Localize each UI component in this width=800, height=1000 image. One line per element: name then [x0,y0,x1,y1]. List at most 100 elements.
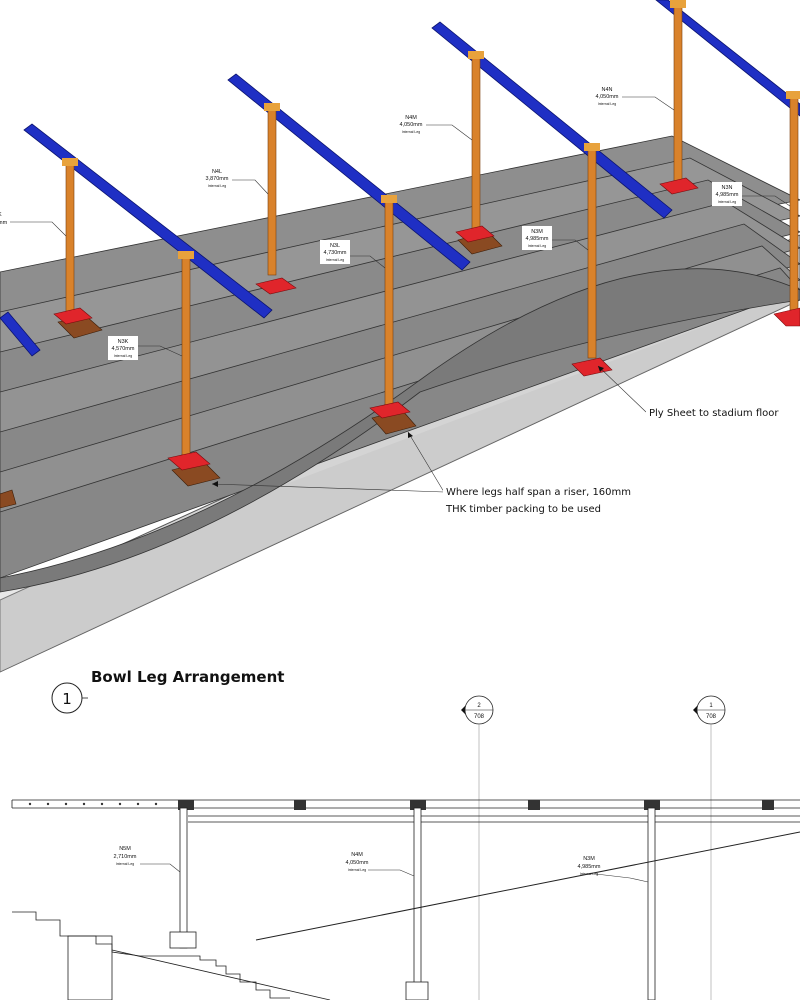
base-plate [255,277,297,295]
callout-timber-packing: Where legs half span a riser, 160mm THK … [443,482,631,516]
steel-beam [227,73,471,271]
callout-box [443,482,609,516]
callout-text: Where legs half span a riser, 160mm [446,487,631,498]
tag-dim: 4,570mm [112,346,135,352]
section-number: 2 [477,703,481,709]
leg [673,5,683,185]
tag-box [0,210,10,234]
arrow-head [598,366,604,372]
tag-id: N3L [330,243,340,249]
leader-line [345,255,386,269]
leg [587,149,597,359]
leader-line [130,345,183,357]
leg [413,807,422,1000]
leg [179,807,188,949]
tag-id: N5M [119,846,131,852]
base-plate [773,307,800,327]
head-plate [381,195,397,203]
tag-sub: Internal Leg [114,354,133,358]
leg [65,164,75,316]
leg-base [405,981,429,1000]
tag-sub: Internal Leg [580,872,599,876]
callout-text: Ply Sheet to stadium floor [649,408,779,419]
tag-sub: Internal Leg [598,102,617,106]
tag-dim: 4,050mm [596,94,619,100]
leg [789,97,799,311]
elevation-view: 2 708 1 708 [11,695,800,1000]
tag-sub: Internal Leg [718,200,737,204]
leg [384,201,394,408]
leader-line [547,239,589,251]
tag-box [522,226,552,250]
tag-id: N4M [351,852,363,858]
tag-dim: mm [0,220,8,226]
tag-box [712,182,742,206]
callout-ply-sheet: Ply Sheet to stadium floor [646,403,779,421]
tag-id: N3M [531,229,543,235]
steel-beam [655,0,800,117]
tag-box [592,84,622,108]
iso-tag: N4L 3,870mm Internal Leg [202,166,232,190]
arrow-head [408,432,413,438]
leg [647,807,656,1000]
tag-dim: 3,870mm [206,176,229,182]
base-plate [455,225,495,243]
tag-sub: Internal Leg [528,244,547,248]
iso-tag: N3L 4,730mm Internal Leg [320,240,350,264]
view-title-text: Bowl Leg Arrangement [91,668,284,686]
tag-box [320,240,350,264]
tag-sub: Internal Leg [348,868,367,872]
callout-leader [407,431,445,493]
section-sheet: 708 [706,714,717,720]
floor-front-face [0,290,800,672]
tag-id: N4L [212,169,222,175]
elevation-legs [169,807,656,1000]
view-title: 1 Bowl Leg Arrangement [51,668,284,714]
elev-leaders [140,863,649,883]
tag-dim: 2,710mm [114,854,137,860]
elevation-beam [11,799,800,823]
steel-beam [431,21,673,219]
iso-tag: N4M 4,050mm Internal Leg [396,112,426,136]
section-sheet: 708 [474,714,485,720]
base-plate [659,177,699,195]
tag-sub: Internal Leg [402,130,421,134]
base-plate [571,357,613,377]
iso-tag: N3N 4,985mm Internal Leg [712,182,742,206]
tier-front-curve [0,268,800,593]
callout-text: THK timber packing to be used [445,504,601,515]
tag-id: K [0,212,2,218]
view-number: 1 [62,690,72,708]
tag-dim: 4,050mm [400,122,423,128]
head-plate [62,158,78,166]
leg [267,109,277,276]
tag-id: N4M [405,115,417,121]
section-marker: 2 708 [461,695,494,725]
leg [471,57,481,234]
stepped-terrace [12,911,290,999]
tag-dim: 4,985mm [526,236,549,242]
elev-tag: N4M 4,050mm Internal Leg [346,852,369,872]
tag-dim: 4,985mm [578,864,601,870]
tag-sub: Internal Leg [116,862,135,866]
iso-tag: N4N 4,050mm Internal Leg [592,84,622,108]
callout-leader [597,365,647,413]
steel-beam [0,311,41,357]
base-plate [53,307,93,325]
legs [0,0,800,509]
iso-tag: N3K 4,570mm Internal Leg [108,336,138,360]
head-plate [670,0,686,8]
slope-line [255,831,800,941]
tag-sub: Internal Leg [326,258,345,262]
beam-bolts [28,800,774,810]
base-plate [167,451,211,471]
leader-line [740,195,791,207]
elev-tag: N5M 2,710mm Internal Leg [114,846,137,866]
tag-box [396,112,426,136]
leader-line [8,221,67,237]
tag-id: N3K [118,339,129,345]
leader-line [225,179,269,195]
head-plate [468,51,484,59]
